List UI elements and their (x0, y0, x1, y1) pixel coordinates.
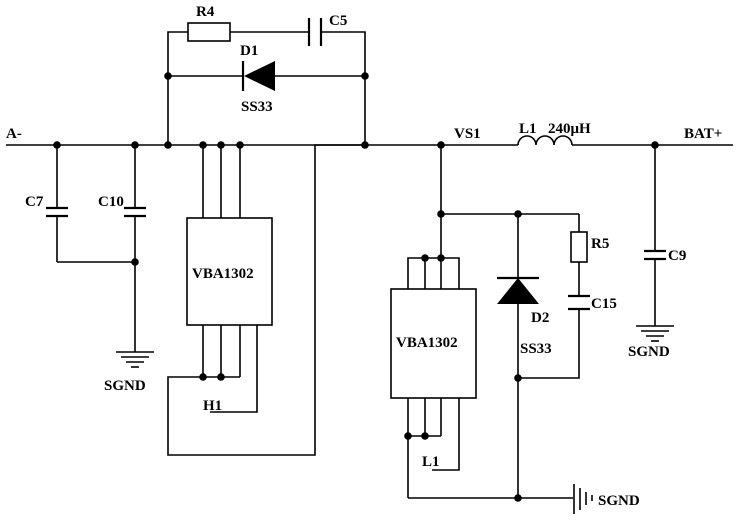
resistor-r4 (187, 22, 231, 42)
capacitor-c7 (46, 206, 68, 218)
capacitor-c9 (644, 249, 666, 261)
a-minus-label: A- (6, 126, 22, 142)
c9-label: C9 (668, 248, 686, 264)
ss33-bottom-label: SS33 (520, 341, 552, 357)
chip-high-side (186, 217, 273, 326)
inductor-l1-label: L1 (519, 121, 537, 137)
chip-high-side-pins (167, 144, 365, 456)
c5-label: C5 (329, 13, 347, 29)
diode-d1 (241, 61, 275, 91)
chip-low-side (390, 288, 477, 399)
ground-symbol-left (116, 351, 154, 368)
diode-d2 (497, 276, 539, 304)
h1-gate-label: H1 (203, 398, 222, 414)
chip-low-side-label: VBA1302 (396, 335, 458, 351)
low-side-wires (440, 145, 580, 498)
ground-symbol-right (636, 325, 674, 342)
sgnd-right-label: SGND (628, 344, 670, 360)
input-capacitor-wires (56, 145, 136, 352)
d2-label: D2 (531, 310, 549, 326)
c7-label: C7 (25, 194, 44, 210)
chip-high-side-label: VBA1302 (192, 266, 254, 282)
ground-symbol-bottom (573, 484, 593, 514)
l1-gate-label: L1 (422, 454, 440, 470)
top-branch-wires (167, 31, 366, 145)
capacitor-c15 (568, 294, 590, 311)
c10-label: C10 (98, 194, 124, 210)
capacitor-c10 (124, 206, 146, 218)
capacitor-c5 (307, 18, 323, 46)
c15-label: C15 (591, 296, 617, 312)
sgnd-left-label: SGND (104, 378, 146, 394)
resistor-r5 (570, 231, 588, 263)
sgnd-bottom-label: SGND (598, 493, 640, 509)
r4-label: R4 (196, 4, 215, 20)
junction-dots (53, 72, 659, 502)
inductor-l1 (517, 135, 573, 146)
chip-low-side-pins (407, 257, 573, 499)
ss33-top-label: SS33 (241, 99, 273, 115)
vs1-label: VS1 (454, 126, 481, 142)
r5-label: R5 (591, 236, 609, 252)
d1-label: D1 (240, 43, 258, 59)
inductor-l1-value: 240μH (548, 121, 591, 137)
bat-plus-label: BAT+ (684, 126, 722, 142)
